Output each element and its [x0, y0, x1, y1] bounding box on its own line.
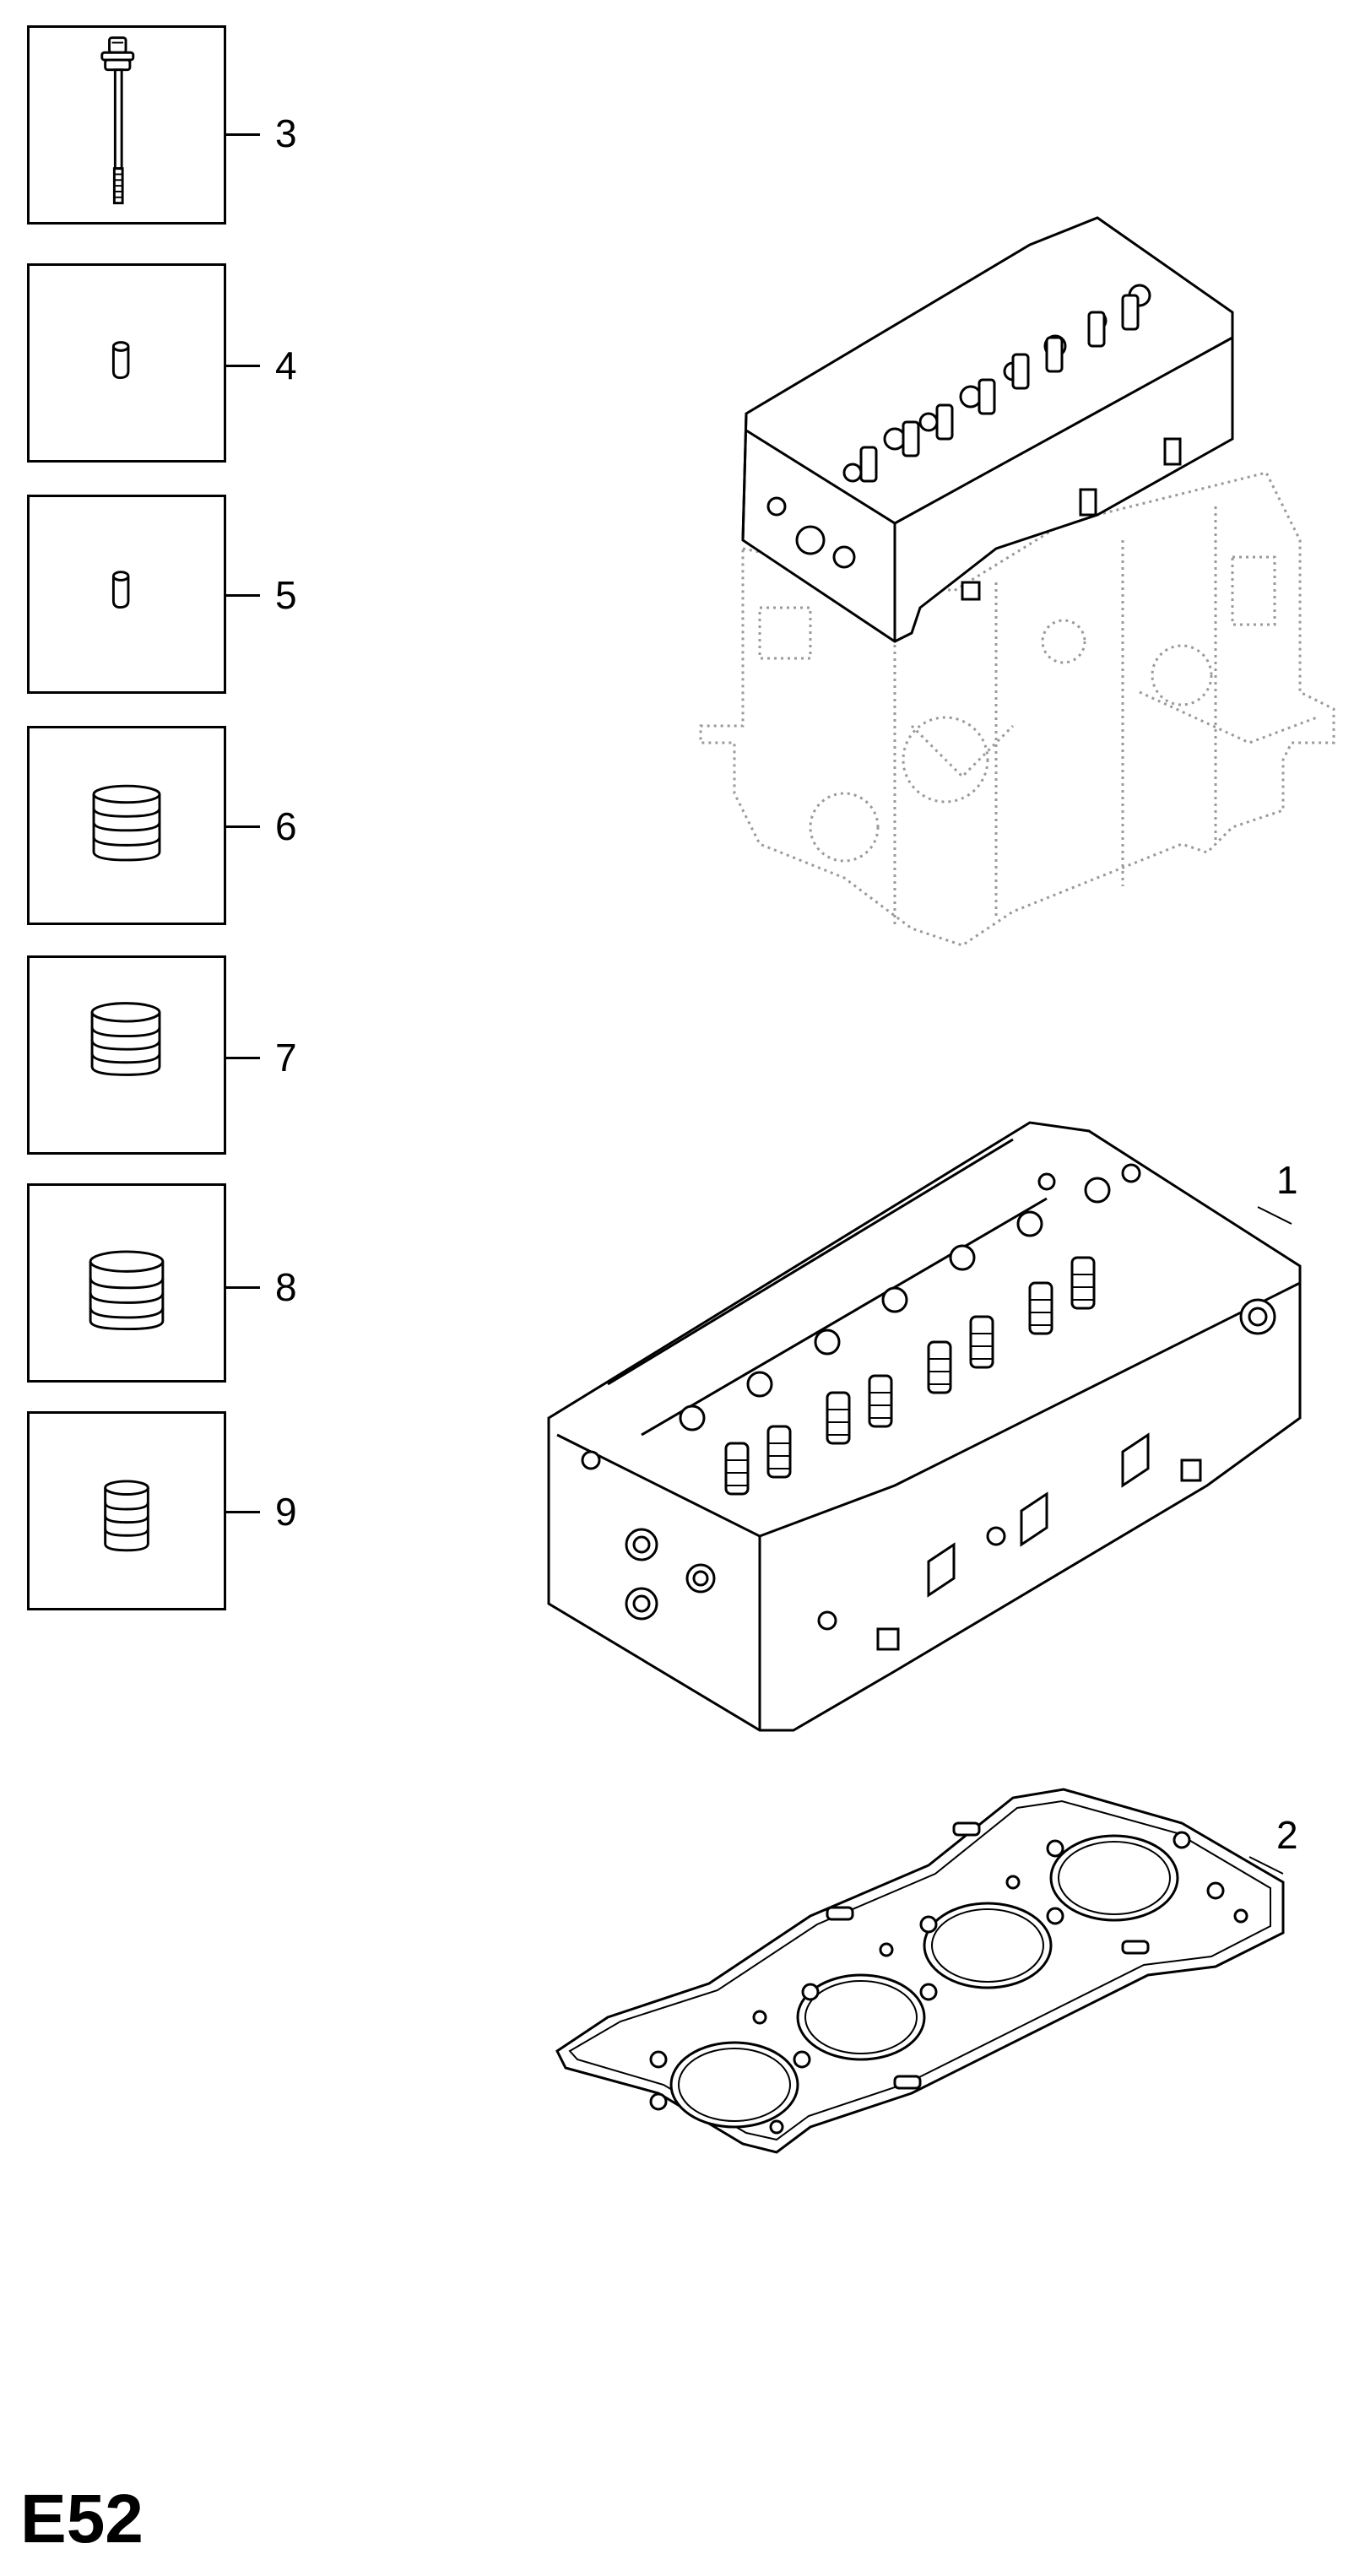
leader-line-8	[226, 1286, 260, 1289]
cylinder-head-bolt-icon	[100, 36, 135, 205]
leader-line-9	[226, 1511, 260, 1513]
callout-9: 9	[275, 1490, 297, 1534]
shim-stack-icon	[92, 784, 161, 862]
callout-5: 5	[275, 573, 297, 617]
leader-line-6	[226, 825, 260, 828]
part-box-4[interactable]	[27, 263, 226, 463]
part-box-9[interactable]	[27, 1411, 226, 1610]
callout-8: 8	[275, 1265, 297, 1309]
callout-1: 1	[1276, 1158, 1298, 1202]
cylinder-head-part-1	[547, 1121, 1302, 1732]
callout-3: 3	[275, 111, 297, 155]
leader-line-1	[1257, 1206, 1292, 1225]
part-box-7[interactable]	[27, 955, 226, 1155]
cylinder-head-on-engine	[741, 216, 1234, 643]
leader-line-4	[226, 365, 260, 367]
callout-4: 4	[275, 344, 297, 387]
page-code-label: E52	[20, 2481, 144, 2557]
leader-line-7	[226, 1057, 260, 1059]
callout-6: 6	[275, 804, 297, 848]
part-box-5[interactable]	[27, 495, 226, 694]
part-box-8[interactable]	[27, 1183, 226, 1383]
leader-line-2	[1248, 1856, 1284, 1875]
shim-stack-icon	[89, 1250, 165, 1331]
engine-block-ghost-outline	[699, 471, 1335, 947]
part-box-6[interactable]	[27, 726, 226, 925]
head-gasket-part-2	[555, 1788, 1285, 2154]
shim-stack-icon	[104, 1480, 149, 1552]
leader-line-5	[226, 594, 260, 597]
callout-2: 2	[1276, 1813, 1298, 1857]
dowel-pin-icon	[111, 341, 130, 380]
shim-stack-icon	[90, 1002, 161, 1076]
callout-7: 7	[275, 1036, 297, 1080]
leader-line-3	[226, 133, 260, 136]
dowel-pin-icon	[111, 571, 130, 609]
part-box-3[interactable]	[27, 25, 226, 225]
